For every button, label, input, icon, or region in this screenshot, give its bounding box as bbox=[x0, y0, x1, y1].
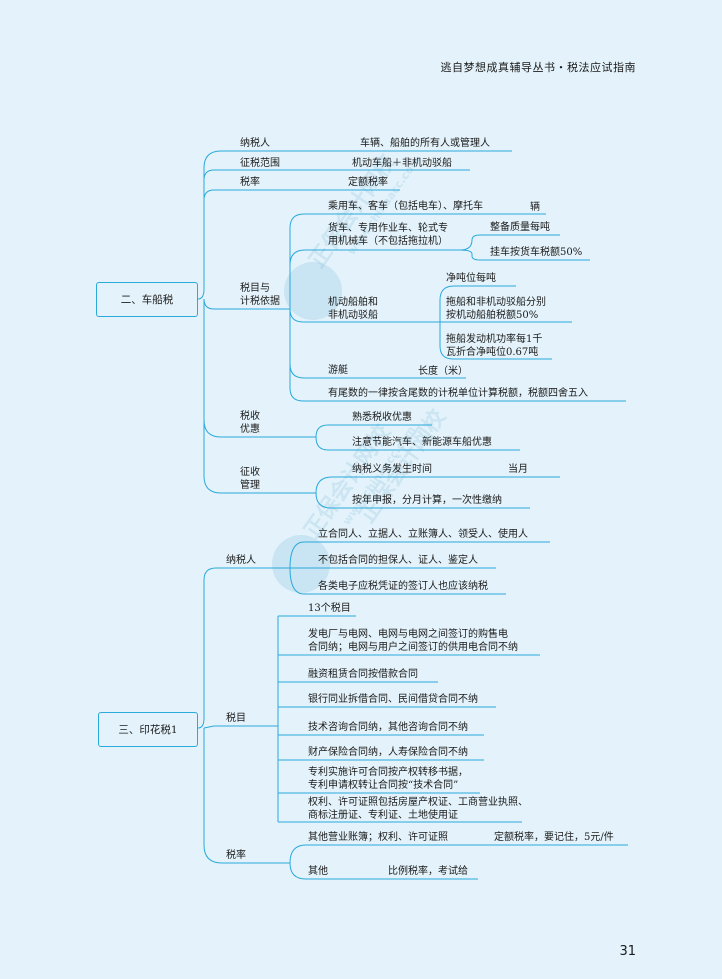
stamp-item-tech: 技术咨询合同纳，其他咨询合同不纳 bbox=[308, 722, 468, 733]
admin-item-2: 按年申报，分月计算，一次性缴纳 bbox=[352, 495, 502, 506]
preference-item-1: 熟悉税收优惠 bbox=[352, 412, 412, 423]
stamp-rate-label: 税率 bbox=[226, 850, 246, 861]
section-3-title: 三、印花税1 bbox=[98, 712, 198, 747]
truck-vehicle: 货车、专用作业车、轮式专 用机械车（不包括拖拉机） bbox=[328, 223, 448, 247]
ship-item-3: 拖船发动机功率每1千 瓦折合净吨位0.67吨 bbox=[446, 334, 543, 358]
stamp-items-label: 税目 bbox=[226, 713, 246, 724]
rate-label: 税率 bbox=[240, 177, 260, 188]
admin-label: 征收 管理 bbox=[240, 467, 260, 491]
stamp-taxpayer-item-3: 各类电子应税凭证的签订人也应该纳税 bbox=[318, 581, 488, 592]
watermark-logo-icon bbox=[272, 535, 330, 593]
truck-item-2: 挂车按货车税额50% bbox=[490, 247, 583, 258]
passenger-vehicle: 乘用车、客车（包括电车）、摩托车 bbox=[328, 201, 483, 212]
truck-item-1: 整备质量每吨 bbox=[490, 222, 550, 233]
stamp-taxpayer-item-2: 不包括合同的担保人、证人、鉴定人 bbox=[318, 555, 478, 566]
stamp-item-insurance: 财产保险合同纳，人寿保险合同不纳 bbox=[308, 747, 468, 758]
basis-label: 税目与 计税依据 bbox=[240, 283, 280, 307]
yacht-label: 游艇 bbox=[328, 365, 348, 376]
ship-item-2: 拖船和非机动驳船分别 按机动船舶税额50% bbox=[446, 297, 546, 321]
ship-item-1: 净吨位每吨 bbox=[446, 273, 496, 284]
stamp-taxpayer-item-1: 立合同人、立据人、立账簿人、领受人、使用人 bbox=[318, 529, 528, 540]
stamp-rate-other-value: 比例税率，考试给 bbox=[388, 866, 468, 877]
stamp-item-power: 发电厂与电网、电网与电网之间签订的购售电 合同纳；电网与用户之间签订的供用电合同… bbox=[308, 629, 518, 653]
rounding-rule: 有尾数的一律按含尾数的计税单位计算税额，税额四舍五入 bbox=[328, 388, 588, 399]
page-header: 逃自梦想成真辅导丛书・税法应试指南 bbox=[440, 61, 636, 74]
ship-label: 机动船舶和 非机动驳船 bbox=[328, 297, 378, 321]
watermark-logo-icon bbox=[284, 262, 342, 320]
section-2-title: 二、车船税 bbox=[96, 282, 198, 317]
admin-item-1: 纳税义务发生时间 bbox=[352, 464, 432, 475]
stamp-rate-books: 其他营业账簿；权利、许可证照 bbox=[308, 832, 448, 843]
scope-label: 征税范围 bbox=[240, 158, 280, 169]
passenger-unit: 辆 bbox=[530, 202, 540, 213]
page-number: 31 bbox=[619, 944, 636, 959]
preference-item-2: 注意节能汽车、新能源车船优惠 bbox=[352, 437, 492, 448]
stamp-item-patent: 专利实施许可合同按产权转移书据， 专利申请权转让合同按“技术合同” bbox=[308, 767, 468, 791]
rate-value: 定额税率 bbox=[348, 177, 388, 188]
taxpayer-value: 车辆、船舶的所有人或管理人 bbox=[360, 138, 490, 149]
preference-label: 税收 优惠 bbox=[240, 411, 260, 435]
stamp-items-count: 13个税目 bbox=[308, 603, 351, 614]
scope-value: 机动车船＋非机动驳船 bbox=[352, 158, 452, 169]
stamp-rate-books-value: 定额税率，要记住，5元/件 bbox=[494, 832, 614, 843]
stamp-item-leasing: 融资租赁合同按借款合同 bbox=[308, 669, 418, 680]
stamp-item-license: 权利、许可证照包括房屋产权证、工商营业执照、 商标注册证、专利证、土地使用证 bbox=[308, 797, 528, 821]
yacht-value: 长度（米） bbox=[418, 366, 468, 377]
taxpayer-label: 纳税人 bbox=[240, 138, 270, 149]
stamp-rate-other: 其他 bbox=[308, 866, 328, 877]
stamp-taxpayer-label: 纳税人 bbox=[226, 555, 256, 566]
stamp-item-bank: 银行同业拆借合同、民间借贷合同不纳 bbox=[308, 694, 478, 705]
admin-item-1-value: 当月 bbox=[508, 464, 528, 475]
